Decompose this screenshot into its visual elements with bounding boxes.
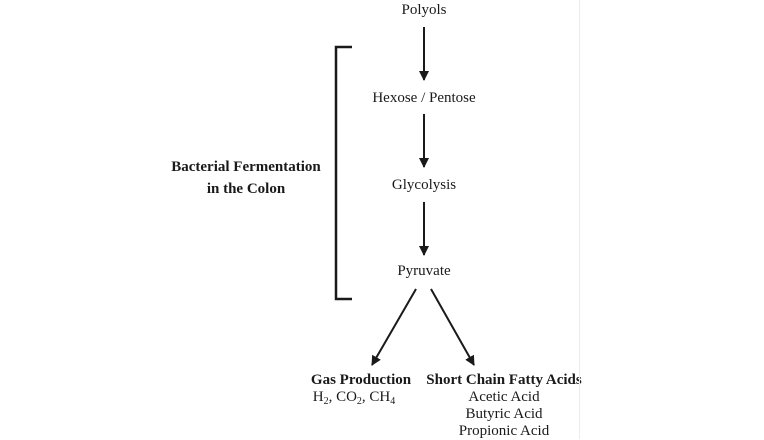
node-polyols: Polyols <box>401 2 447 18</box>
gas-ch4: CH4 <box>369 389 396 407</box>
node-hexose-pentose: Hexose / Pentose <box>372 90 476 106</box>
node-pyruvate: Pyruvate <box>397 263 451 279</box>
scfa-title: Short Chain Fatty Acids <box>426 372 582 388</box>
gas-production-title: Gas Production <box>310 372 412 388</box>
scfa-acetic: Acetic Acid <box>468 389 540 405</box>
scfa-butyric: Butyric Acid <box>465 406 543 422</box>
bracket-label-line2: in the Colon <box>206 181 286 197</box>
gas-list: H2, CO2, CH4 <box>312 388 396 407</box>
bracket-label-line1: Bacterial Fermentation <box>171 159 321 175</box>
fermentation-bracket <box>334 45 352 301</box>
node-glycolysis: Glycolysis <box>391 177 457 193</box>
arrow-pyruvate-to-gas <box>371 288 417 366</box>
scfa-propionic: Propionic Acid <box>458 423 550 439</box>
bracket-label: Bacterial Fermentation in the Colon <box>171 156 321 200</box>
arrow-pyruvate-to-scfa <box>430 288 475 366</box>
panel-edge-divider <box>579 0 580 439</box>
gas-h2: H2, <box>312 389 337 407</box>
gas-co2: CO2, <box>336 389 370 407</box>
